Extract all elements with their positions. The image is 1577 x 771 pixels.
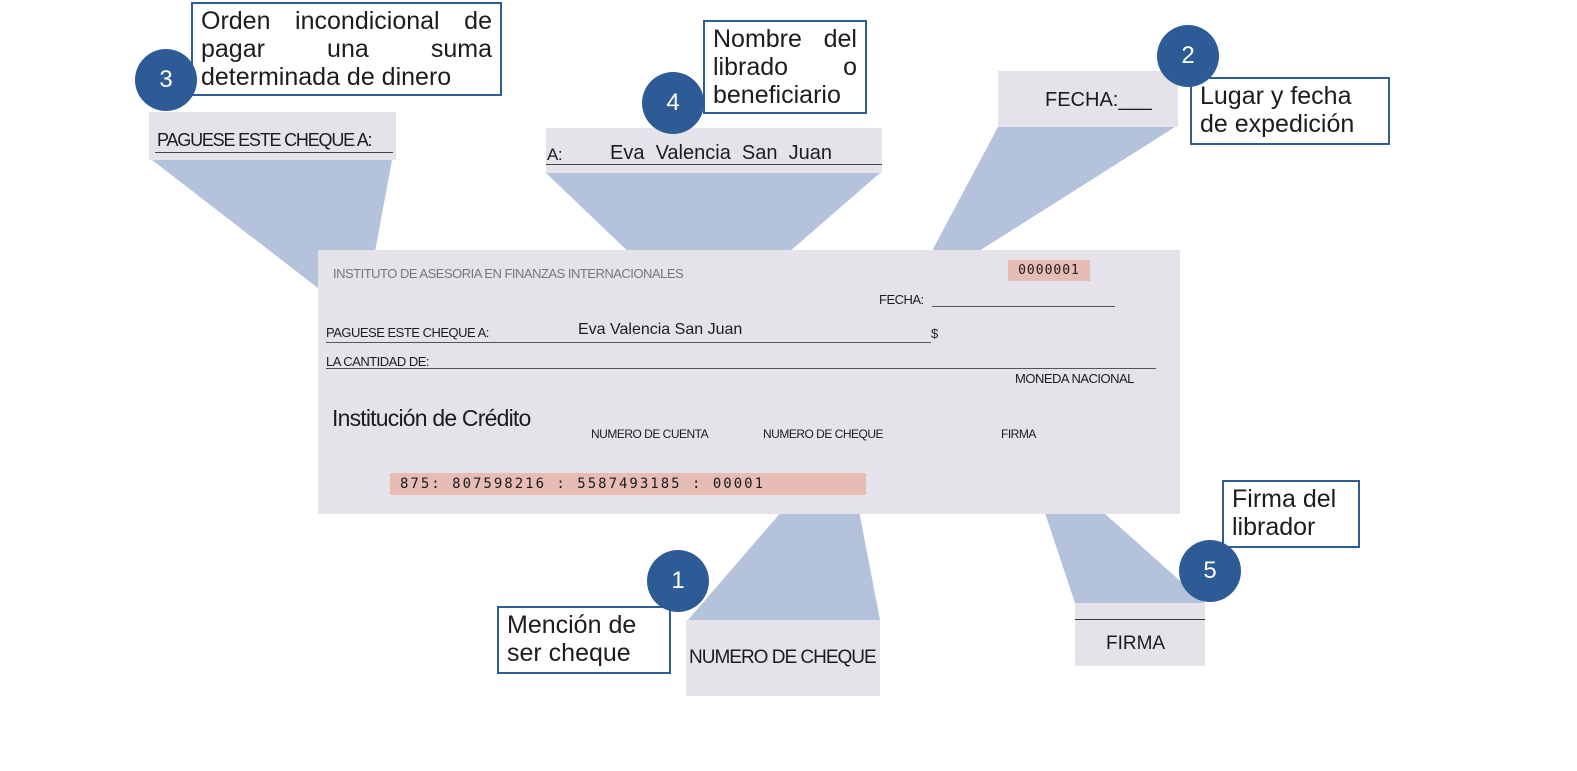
description-1: Mención de ser cheque <box>497 606 671 674</box>
description-4: Nombre del librado o beneficiario <box>703 20 867 114</box>
currency-symbol: $ <box>931 326 938 341</box>
badge-5: 5 <box>1179 540 1241 602</box>
description-5: Firma del librador <box>1222 480 1360 548</box>
badge-2: 2 <box>1157 25 1219 87</box>
fecha-line <box>932 306 1115 307</box>
panel-4-text: Eva Valencia San Juan <box>610 142 832 164</box>
connector-4 <box>546 173 880 325</box>
panel-3: PAGUESE ESTE CHEQUE A: <box>149 112 396 160</box>
panel-5-signature-line <box>1075 619 1205 620</box>
pay-to-label: PAGUESE ESTE CHEQUE A: <box>326 325 489 340</box>
micr-line: 875: 807598216 : 5587493185 : 00001 <box>390 473 866 495</box>
panel-2-text: FECHA:___ <box>1045 89 1152 111</box>
payee-name: Eva Valencia San Juan <box>578 321 743 338</box>
signature-label: FIRMA <box>1001 427 1036 441</box>
cheque: INSTITUTO DE ASESORIA EN FINANZAS INTERN… <box>318 250 1180 514</box>
amount-label: LA CANTIDAD DE: <box>326 354 430 369</box>
badge-4: 4 <box>642 72 704 134</box>
amount-line <box>326 368 1156 369</box>
description-3: Orden incondicional de pagar una suma de… <box>191 2 502 96</box>
panel-5: FIRMA <box>1075 603 1205 666</box>
panel-3-text: PAGUESE ESTE CHEQUE A: <box>157 130 373 150</box>
badge-3: 3 <box>135 49 197 111</box>
fecha-label: FECHA: <box>879 292 924 307</box>
account-label: NUMERO DE CUENTA <box>591 427 709 441</box>
bank-label: Institución de Crédito <box>332 405 531 431</box>
panel-5-text: FIRMA <box>1106 633 1166 654</box>
cheque-number-label: NUMERO DE CHEQUE <box>763 427 884 441</box>
payee-line <box>326 342 931 343</box>
cheque-number: 0000001 <box>1008 260 1090 281</box>
panel-4-prefix: A: <box>547 145 563 164</box>
description-2: Lugar y fecha de expedición <box>1190 77 1390 145</box>
currency-name: MONEDA NACIONAL <box>1015 371 1134 386</box>
institute-name: INSTITUTO DE ASESORIA EN FINANZAS INTERN… <box>333 266 684 281</box>
badge-1: 1 <box>647 550 709 612</box>
panel-1-text: NUMERO DE CHEQUE <box>689 647 877 668</box>
panel-4-underline <box>546 164 882 165</box>
panel-4: A: Eva Valencia San Juan <box>546 128 882 173</box>
panel-1: NUMERO DE CHEQUE <box>686 620 880 696</box>
panel-2: FECHA:___ <box>998 71 1178 127</box>
panel-3-underline <box>155 152 393 153</box>
